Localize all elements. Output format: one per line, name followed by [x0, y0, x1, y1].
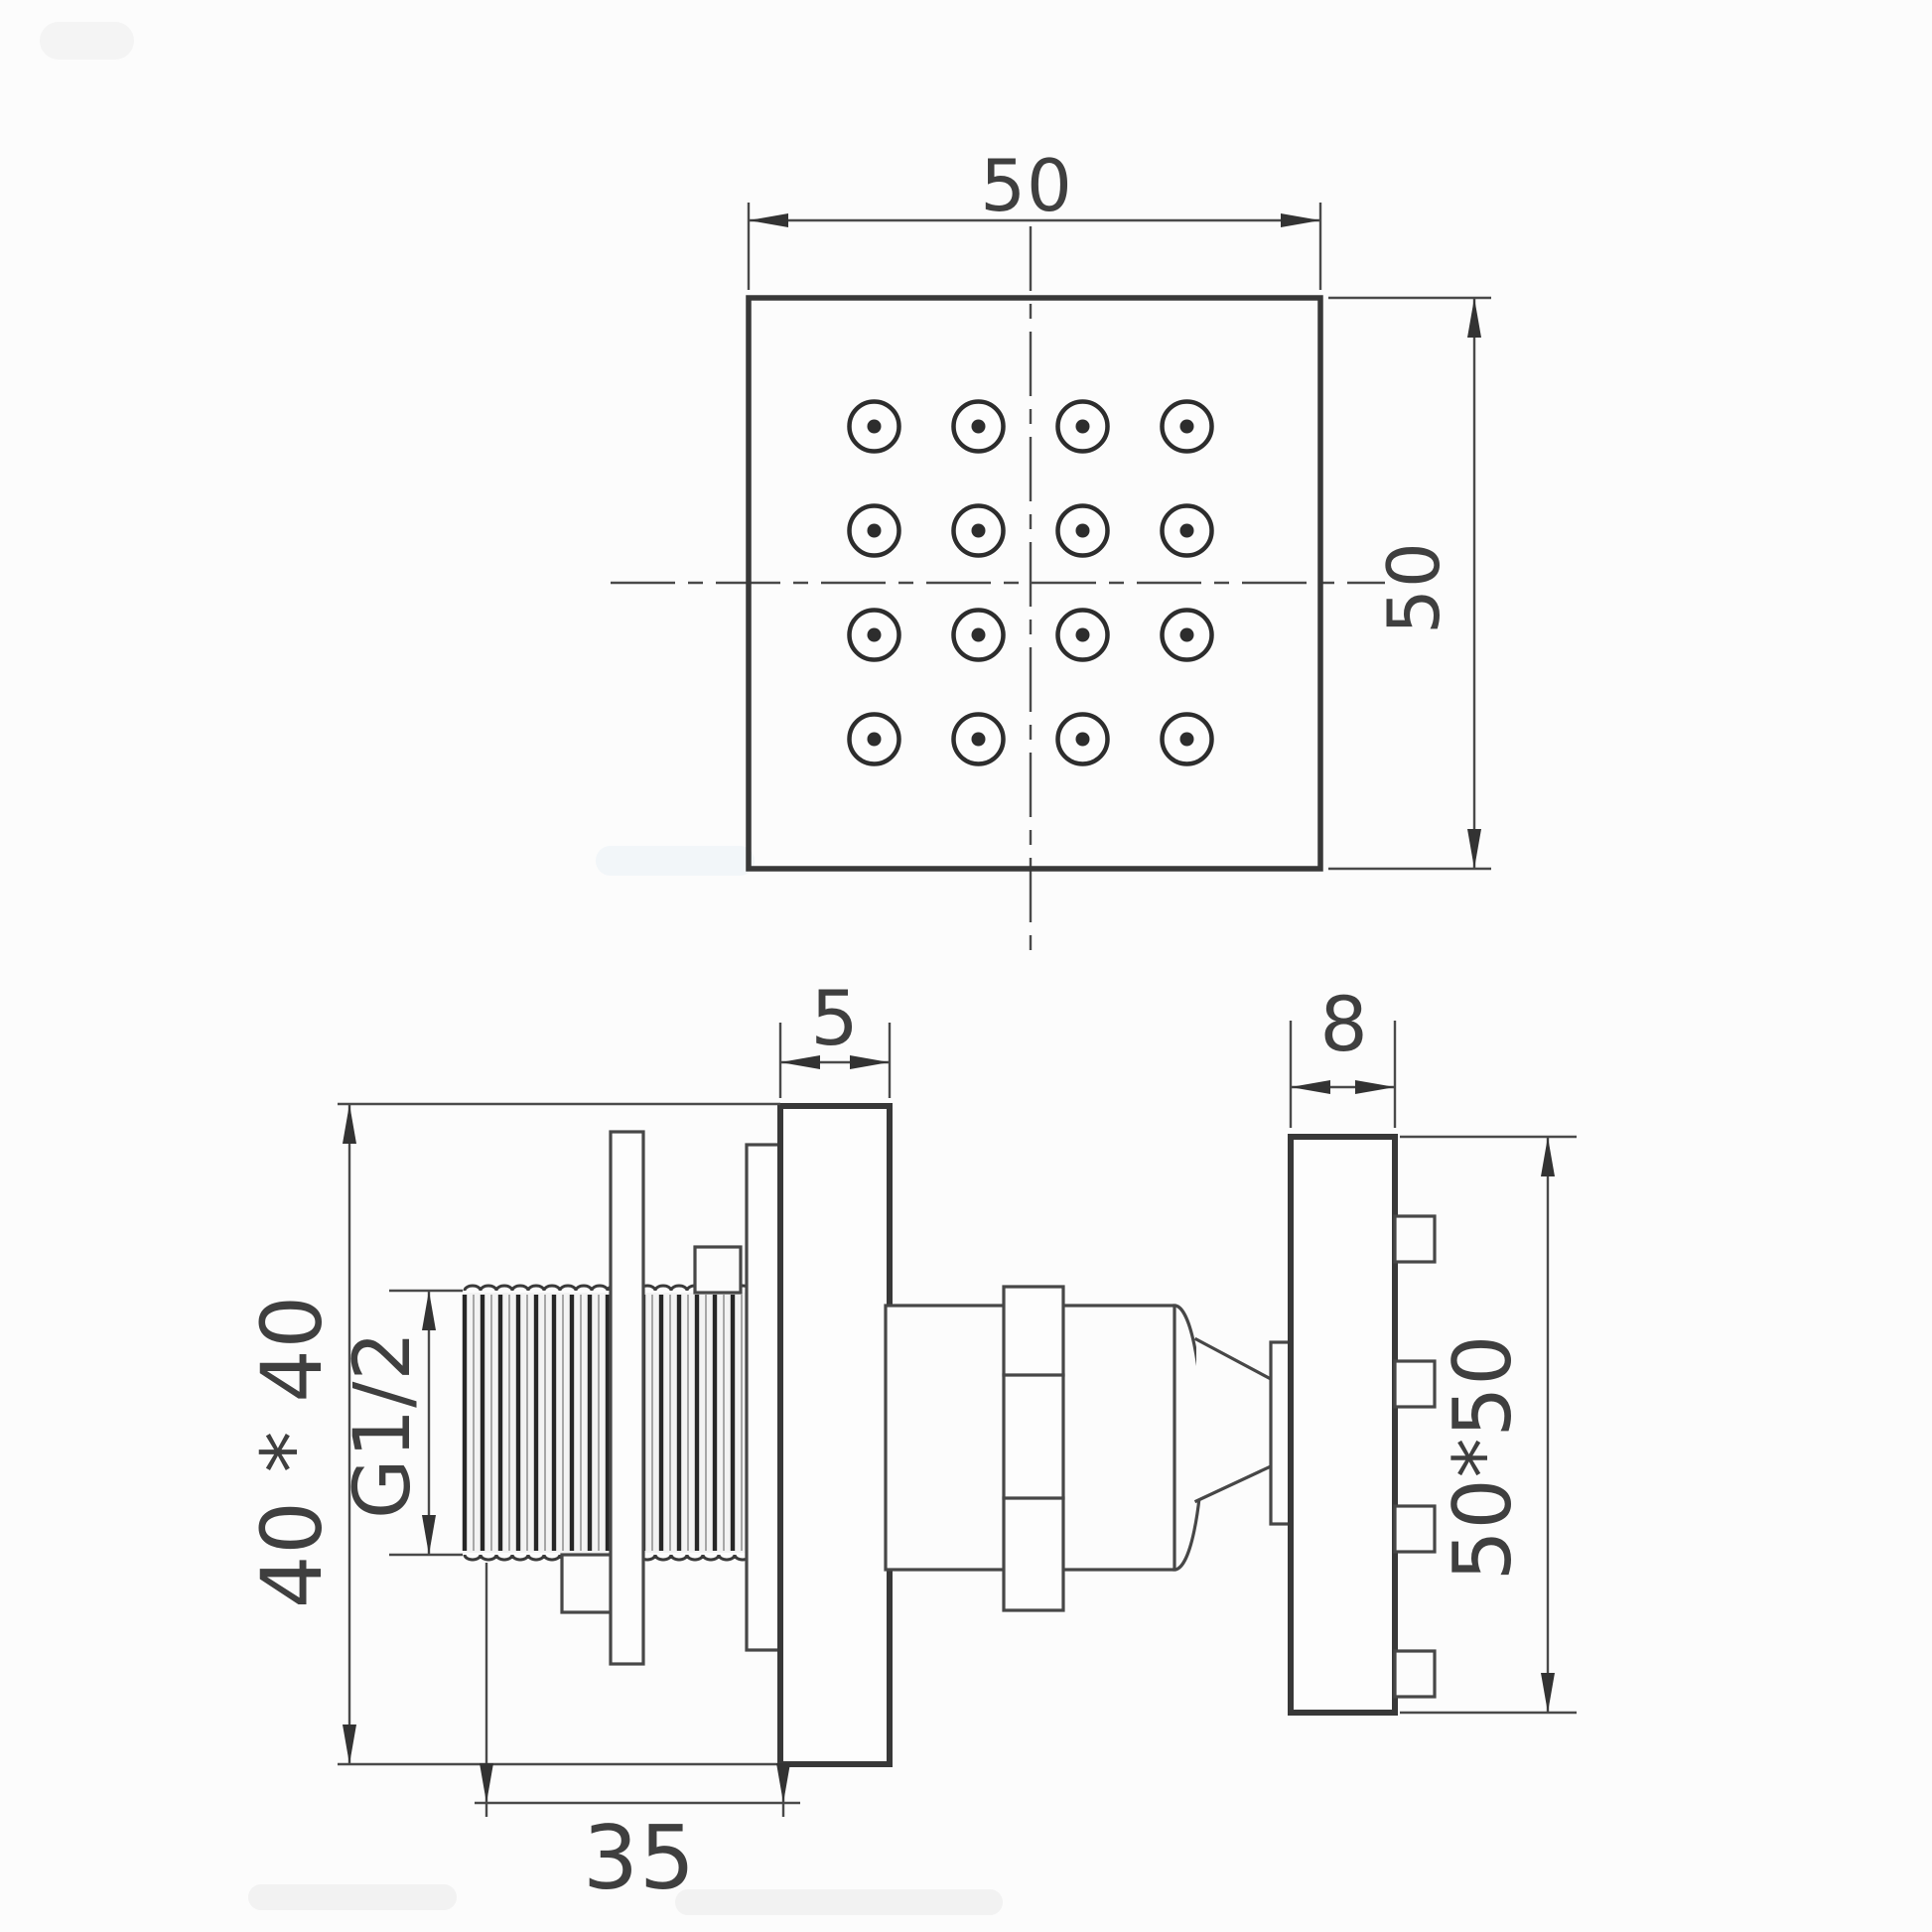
cone-edge: [1193, 1463, 1274, 1504]
arrowhead: [422, 1515, 436, 1555]
arrowhead: [343, 1725, 356, 1764]
shank-step-top: [693, 1245, 743, 1295]
nozzle-dot: [1179, 419, 1194, 434]
nozzle-dot: [867, 523, 882, 538]
dim-label-plate-thickness-side: 8: [1319, 980, 1368, 1068]
faceplate-side-left: [777, 1103, 893, 1767]
cone-edge: [1193, 1336, 1274, 1382]
top-view: 50 50: [611, 144, 1491, 951]
dim-label-body-square: 40 * 40: [243, 1295, 341, 1608]
scan-smudge: [40, 22, 134, 60]
faceplate-front-outline: [746, 295, 1323, 872]
arrowhead: [1355, 1080, 1395, 1094]
nozzle-bump: [1393, 1359, 1437, 1409]
nozzle-bump: [1393, 1649, 1437, 1699]
nozzle-dot: [1179, 627, 1194, 642]
dim-label-right-height: 50: [1372, 541, 1455, 634]
nozzle-bump: [1393, 1504, 1437, 1554]
nozzle-bump: [1393, 1214, 1437, 1264]
scan-smudge: [675, 1889, 1003, 1915]
arrowhead: [422, 1291, 436, 1330]
arrowhead: [1541, 1137, 1555, 1176]
nozzle-dot: [867, 419, 882, 434]
nozzle-dot: [1075, 419, 1090, 434]
dim-label-plate-thickness-front: 5: [810, 974, 859, 1062]
faceplate-side-right: [1288, 1134, 1398, 1716]
arrowhead: [343, 1104, 356, 1144]
dimension-thread-length: 35: [475, 1563, 800, 1909]
cone-fill: [1196, 1339, 1271, 1501]
dim-label-top-width: 50: [980, 144, 1073, 227]
nozzle-dot: [1179, 523, 1194, 538]
washer-plate-inner: [609, 1130, 645, 1666]
arrowhead: [1467, 298, 1481, 338]
right-side-view: 8 50*50: [884, 980, 1577, 1716]
nozzle-dot: [971, 419, 986, 434]
hex-band: [1002, 1285, 1065, 1612]
arrowhead: [749, 213, 788, 227]
nozzle-dot: [867, 627, 882, 642]
nozzle-dot: [971, 523, 986, 538]
arrowhead: [1467, 829, 1481, 869]
dimension-faceplate-square: 50*50: [1400, 1135, 1577, 1715]
nozzle-dot: [1075, 627, 1090, 642]
arrowhead: [776, 1763, 790, 1803]
arrowhead: [1281, 213, 1320, 227]
dimension-top-width: 50: [747, 144, 1322, 290]
arrowhead: [1541, 1673, 1555, 1713]
nozzle-dot: [1075, 732, 1090, 747]
dimension-plate-thickness-side: 8: [1289, 980, 1397, 1128]
nozzle-bumps: [1393, 1214, 1437, 1699]
left-side-view: 5 40 * 40 G1/2 35: [243, 974, 893, 1909]
dimension-thread-spec: G1/2: [339, 1289, 463, 1557]
dim-label-thread-spec: G1/2: [339, 1330, 428, 1519]
nozzle-dot: [1179, 732, 1194, 747]
dim-label-faceplate-square: 50*50: [1437, 1334, 1529, 1582]
dim-label-thread-length: 35: [583, 1807, 696, 1909]
nozzle-dot: [867, 732, 882, 747]
nozzle-dot: [971, 732, 986, 747]
dimension-plate-thickness-front: 5: [778, 974, 892, 1098]
dimension-body-square: 40 * 40: [243, 1102, 780, 1766]
scan-smudge: [596, 846, 755, 876]
nozzle-dot: [971, 627, 986, 642]
dimension-right-height: 50: [1328, 296, 1491, 871]
nozzle-dot: [1075, 523, 1090, 538]
arrowhead: [1291, 1080, 1330, 1094]
arrowhead: [480, 1763, 493, 1803]
nozzle-grid: [847, 399, 1214, 766]
scan-smudge: [248, 1884, 457, 1910]
washer-plate-outer: [745, 1143, 781, 1652]
